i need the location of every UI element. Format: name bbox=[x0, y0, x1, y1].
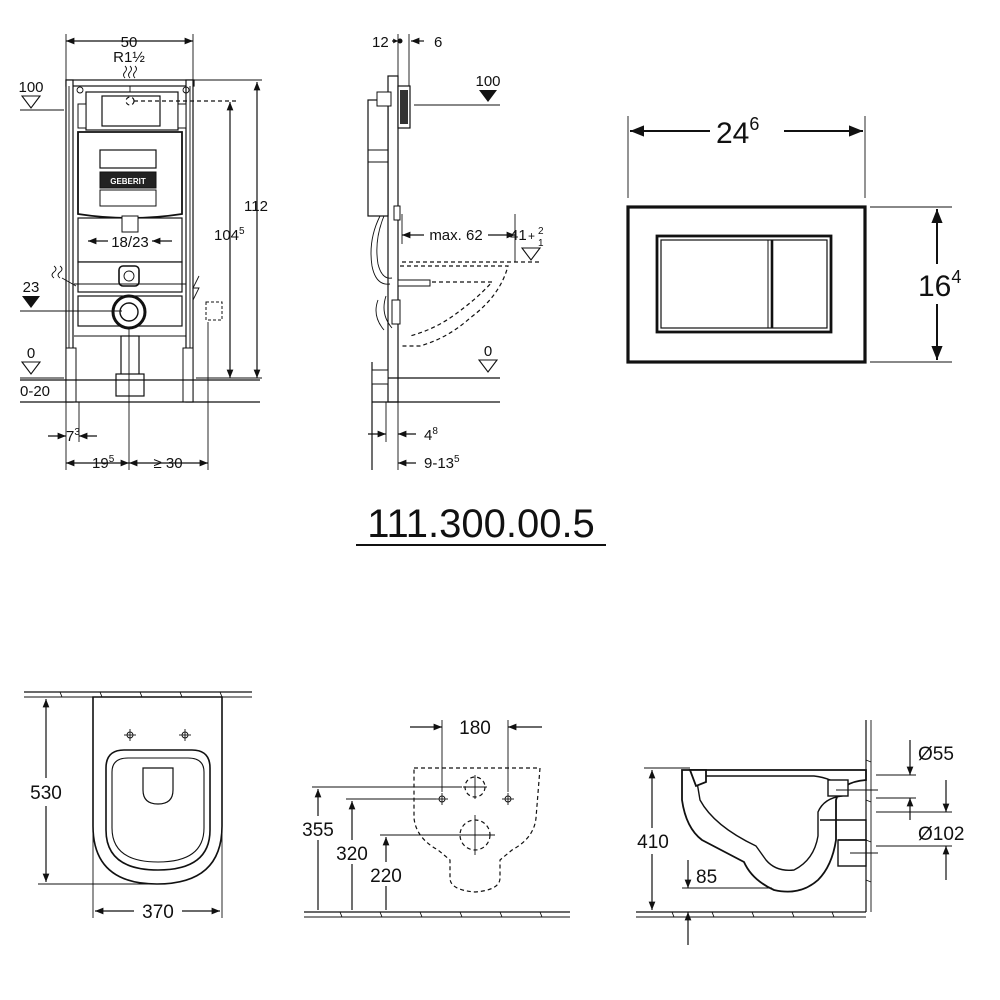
frame-width-label: 50 bbox=[121, 34, 138, 51]
plate-width-label: 24 bbox=[716, 117, 749, 150]
back-height-355-label: 355 bbox=[302, 820, 334, 841]
product-code: 111.300.00.5 bbox=[367, 502, 595, 546]
svg-text:246: 246 bbox=[716, 114, 759, 150]
wall-range-label: 9-13 bbox=[424, 455, 454, 472]
toilet-side-view: Ø55 Ø102 410 85 bbox=[630, 720, 964, 945]
toilet-back-view: 180 355 320 220 bbox=[296, 718, 570, 918]
side-floor-level-label: 0 bbox=[484, 343, 492, 360]
outlet-spacing-label: 18/23 bbox=[111, 234, 149, 251]
inlet-label: R1½ bbox=[113, 49, 145, 66]
flush-height-label: 100 bbox=[18, 79, 43, 96]
frame-height-sup: 5 bbox=[239, 226, 245, 237]
wall-range-sup: 5 bbox=[454, 454, 460, 465]
toilet-height-label: 410 bbox=[637, 832, 669, 853]
product-code-block: 111.300.00.5 bbox=[356, 502, 606, 546]
plate-height-sup: 4 bbox=[951, 267, 961, 287]
foot-label: 7 bbox=[66, 428, 74, 445]
toilet-length-label: 530 bbox=[30, 783, 62, 804]
back-height-220-label: 220 bbox=[370, 866, 402, 887]
toilet-top-view: 530 370 bbox=[22, 691, 252, 923]
tol-plus-sign: + bbox=[528, 229, 535, 243]
frame-height-label: 104 bbox=[214, 227, 239, 244]
back-height-320-label: 320 bbox=[336, 844, 368, 865]
floor-range-label: 0-20 bbox=[20, 383, 50, 400]
svg-text:1045: 1045 bbox=[214, 226, 245, 244]
side-depth-sup: 8 bbox=[432, 426, 438, 437]
total-height-label: 112 bbox=[244, 198, 268, 215]
side-height-41-label: 41 bbox=[510, 227, 527, 244]
brand-logo: GEBERIT bbox=[110, 177, 146, 186]
foot-sup: 3 bbox=[74, 427, 80, 438]
frame-side-view: 12 6 100 max. 62 41 + 2 1 bbox=[367, 34, 544, 472]
svg-text:9-135: 9-135 bbox=[424, 454, 460, 472]
svg-text:164: 164 bbox=[918, 267, 961, 303]
inlet-diameter-label: Ø55 bbox=[918, 744, 954, 765]
outlet-diameter-label: Ø102 bbox=[918, 824, 964, 845]
tol-plus-value: 2 bbox=[538, 226, 544, 237]
flush-plate-view: 246 164 bbox=[626, 110, 978, 364]
side-top-right-label: 6 bbox=[434, 34, 442, 51]
supply-height-label: 23 bbox=[23, 279, 40, 296]
plate-height-label: 16 bbox=[918, 270, 951, 303]
side-depth-label: 4 bbox=[424, 427, 432, 444]
plate-width-sup: 6 bbox=[749, 114, 759, 134]
side-flush-height-label: 100 bbox=[475, 73, 500, 90]
toilet-width-label: 370 bbox=[142, 902, 174, 923]
bottom-left-label: 19 bbox=[92, 455, 109, 472]
floor-level-label: 0 bbox=[27, 345, 35, 362]
frame-front-view: 50 R1½ GEBERIT 18/23 bbox=[18, 34, 268, 472]
bottom-right-label: ≥ 30 bbox=[153, 455, 182, 472]
svg-text:48: 48 bbox=[424, 426, 438, 444]
bolt-spacing-label: 180 bbox=[459, 718, 491, 739]
side-top-left-label: 12 bbox=[372, 34, 389, 51]
tol-minus-value: 1 bbox=[538, 238, 544, 249]
svg-text:73: 73 bbox=[66, 427, 80, 445]
toilet-depth-label: 85 bbox=[696, 867, 717, 888]
svg-text:195: 195 bbox=[92, 454, 115, 472]
max-projection-label: max. 62 bbox=[429, 227, 482, 244]
bottom-left-sup: 5 bbox=[109, 454, 115, 465]
